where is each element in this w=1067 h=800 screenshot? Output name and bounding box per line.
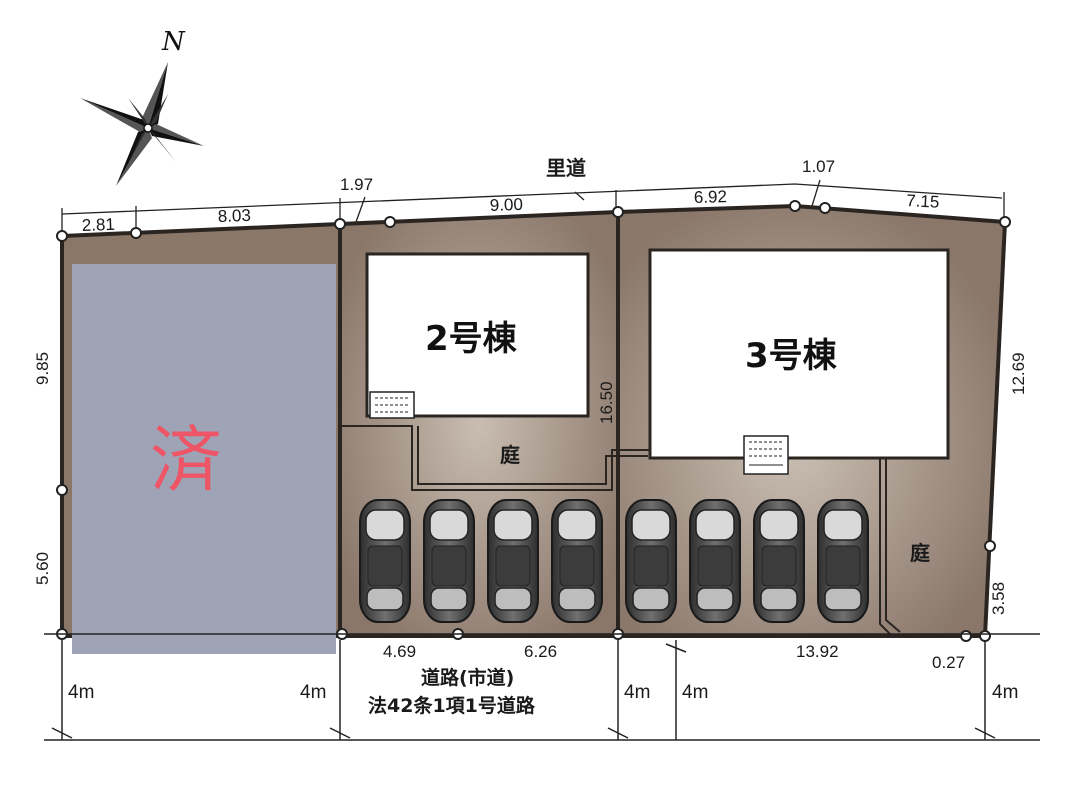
dim-top-7: 7.15 [906, 191, 940, 212]
top-road-label: 里道 [546, 156, 586, 180]
car-icon [487, 499, 539, 623]
lot-interior-lines [340, 425, 901, 637]
dim-bottom-4: 0.27 [932, 653, 965, 672]
road-width-5: 4m [992, 682, 1018, 703]
car-icon [359, 499, 411, 623]
car-icon [625, 499, 677, 623]
garden-3-label: 庭 [910, 541, 930, 565]
car-icon [817, 499, 869, 623]
entrance-icon-2 [369, 391, 415, 419]
dim-right-upper: 12.69 [1009, 352, 1028, 395]
parking-lot-3 [625, 499, 869, 623]
road-name-line2: 法42条1項1号道路 [368, 694, 536, 717]
building-3-label: 3号棟 [745, 336, 838, 376]
car-icon [689, 499, 741, 623]
building-3 [648, 248, 950, 460]
road-width-2: 4m [300, 682, 326, 703]
entrance-icon-3 [743, 435, 789, 475]
compass-rose-icon [80, 62, 204, 186]
dim-right-lower: 3.58 [989, 582, 1008, 615]
car-icon [753, 499, 805, 623]
top-dims: 2.81 8.03 1.97 9.00 6.92 1.07 7.15 [81, 157, 939, 235]
dim-left-lower: 5.60 [33, 552, 52, 585]
building-2-label: 2号棟 [425, 319, 518, 359]
road-lines [44, 633, 1040, 741]
dim-top-2: 8.03 [217, 206, 251, 226]
dim-bottom-1: 4.69 [383, 642, 416, 661]
building-2 [365, 252, 590, 418]
road-width-4: 4m [682, 682, 708, 703]
dim-top-6: 1.07 [802, 157, 835, 176]
north-label: N [161, 27, 186, 57]
road-width-3: 4m [624, 682, 650, 703]
dim-top-1: 2.81 [81, 215, 115, 235]
lot-sold [72, 264, 336, 654]
road-name-line1: 道路(市道) [421, 666, 514, 689]
parking-lot-2 [359, 499, 603, 623]
garden-2-label: 庭 [500, 443, 520, 467]
dim-top-5: 6.92 [694, 187, 728, 207]
dim-bottom-3: 13.92 [796, 642, 839, 661]
dim-divider: 16.50 [597, 381, 616, 424]
dim-left-upper: 9.85 [33, 352, 52, 385]
dim-bottom-2: 6.26 [524, 642, 557, 661]
dim-top-3: 1.97 [340, 175, 373, 194]
lot-sold-label: 済 [150, 418, 222, 502]
dim-top-4: 9.00 [489, 195, 523, 215]
road-width-1: 4m [68, 682, 94, 703]
car-icon [423, 499, 475, 623]
car-icon [551, 499, 603, 623]
